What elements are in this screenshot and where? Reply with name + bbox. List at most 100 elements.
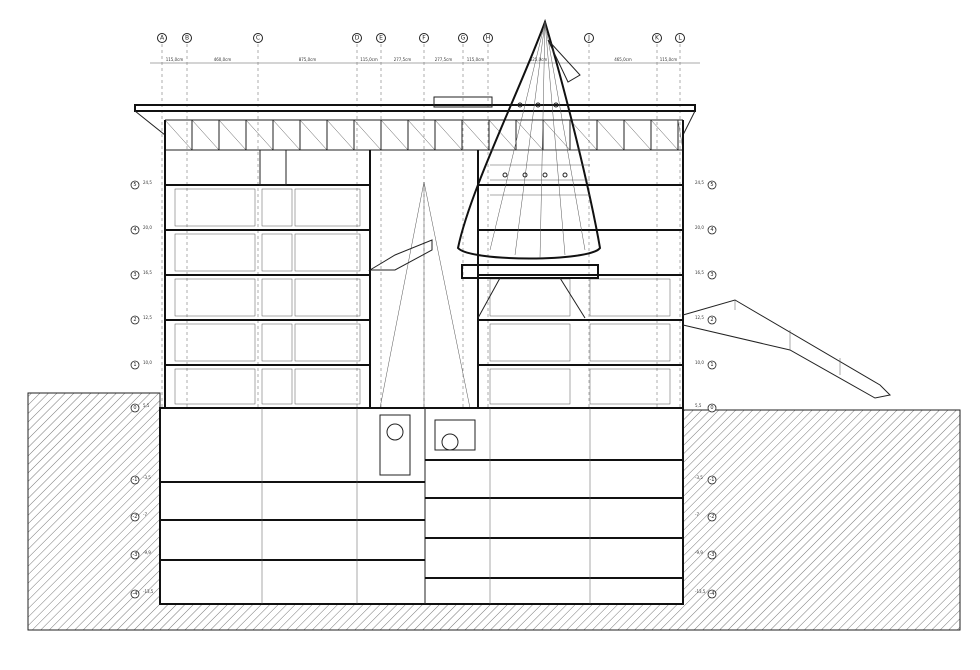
level-elevation: 5,5 — [143, 403, 150, 408]
level-id: -3 — [710, 552, 715, 558]
grid-axis-label: F — [422, 35, 426, 42]
level-id: -2 — [133, 514, 138, 520]
room-partition — [261, 188, 293, 227]
dimension-label: 277,5cm — [435, 57, 453, 62]
room-partition — [261, 368, 293, 405]
level-marker — [707, 403, 717, 413]
room-partition — [589, 323, 671, 362]
dimension-label: 460,0cm — [214, 57, 232, 62]
level-elevation: 16,5 — [695, 270, 704, 275]
dimension-label: 465,0cm — [614, 57, 632, 62]
room-partition — [174, 323, 256, 362]
room-partition — [489, 278, 571, 317]
grid-axis-bubble — [182, 33, 192, 43]
level-marker — [130, 315, 140, 325]
grid-axis-bubble — [352, 33, 362, 43]
level-id: 0 — [133, 405, 136, 411]
level-marker — [130, 180, 140, 190]
level-elevation: 10,0 — [695, 360, 704, 365]
level-id: 2 — [133, 317, 136, 323]
grid-axis-bubble — [584, 33, 594, 43]
level-elevation: -3,5 — [695, 475, 703, 480]
level-id: 5 — [133, 182, 136, 188]
level-marker — [707, 180, 717, 190]
level-id: -4 — [133, 591, 138, 597]
room-partition — [174, 188, 256, 227]
cone-structure — [456, 18, 602, 319]
level-id: 4 — [133, 227, 136, 233]
grid-axis-bubble — [253, 33, 263, 43]
level-elevation: 5,5 — [695, 403, 702, 408]
grid-axis-bubble — [652, 33, 662, 43]
grid-axis-label: G — [461, 35, 466, 42]
room-partition — [489, 323, 571, 362]
level-id: 3 — [133, 272, 136, 278]
level-elevation: -7 — [695, 512, 699, 517]
level-elevation: 16,5 — [143, 270, 152, 275]
room-partition — [261, 233, 293, 272]
earth-hatch — [27, 392, 961, 631]
level-marker — [707, 589, 717, 599]
level-elevation: 10,0 — [143, 360, 152, 365]
level-id: -2 — [710, 514, 715, 520]
level-marker — [130, 360, 140, 370]
level-id: -3 — [133, 552, 138, 558]
level-marker — [130, 403, 140, 413]
level-marker — [130, 550, 140, 560]
level-id: -1 — [710, 477, 715, 483]
grid-axis-label: L — [678, 35, 682, 42]
level-marker — [130, 270, 140, 280]
room-partition — [589, 278, 671, 317]
level-elevation: -9,9 — [695, 550, 703, 555]
room-partition — [174, 233, 256, 272]
grid-axis-bubble — [458, 33, 468, 43]
level-marker — [130, 589, 140, 599]
grid-axis-label: K — [655, 35, 660, 42]
dimension-label: 115,0cm — [660, 57, 678, 62]
level-marker — [707, 512, 717, 522]
building-superstructure — [164, 120, 684, 409]
level-elevation: 20,0 — [143, 225, 152, 230]
level-elevation: -13,5 — [695, 589, 706, 594]
level-id: 2 — [710, 317, 713, 323]
level-id: 3 — [710, 272, 713, 278]
level-elevation: -9,9 — [143, 550, 151, 555]
level-elevation: 12,5 — [695, 315, 704, 320]
dimension-label: 115,0cm — [360, 57, 378, 62]
level-marker — [707, 270, 717, 280]
level-elevation: -3,5 — [143, 475, 151, 480]
room-partition — [294, 278, 361, 317]
room-partition — [294, 368, 361, 405]
level-marker — [707, 475, 717, 485]
grid-axis-label: D — [355, 35, 360, 42]
grid-axis-label: H — [486, 35, 491, 42]
level-elevation: -13,5 — [143, 589, 154, 594]
dimension-label: 875,0cm — [299, 57, 317, 62]
grid-axis-bubble — [376, 33, 386, 43]
grid-axis-bubble — [157, 33, 167, 43]
level-id: 4 — [710, 227, 713, 233]
grid-axis-label: E — [379, 35, 383, 42]
grid-axis-label: C — [256, 35, 260, 42]
level-id: 1 — [710, 362, 713, 368]
grid-axis-bubble — [675, 33, 685, 43]
grid-axis-label: J — [587, 35, 590, 42]
level-elevation: 20,0 — [695, 225, 704, 230]
room-partition — [174, 368, 256, 405]
level-marker — [130, 512, 140, 522]
level-elevation: 24,5 — [695, 180, 704, 185]
level-marker — [707, 360, 717, 370]
external-staircase — [682, 299, 892, 399]
level-marker — [707, 225, 717, 235]
roof-structure — [134, 96, 696, 151]
room-partition — [294, 188, 361, 227]
basement-levels — [159, 407, 684, 605]
level-id: 1 — [133, 362, 136, 368]
level-elevation: 12,5 — [143, 315, 152, 320]
room-partition — [261, 323, 293, 362]
level-id: -1 — [133, 477, 138, 483]
room-partition — [174, 278, 256, 317]
level-id: -4 — [710, 591, 715, 597]
